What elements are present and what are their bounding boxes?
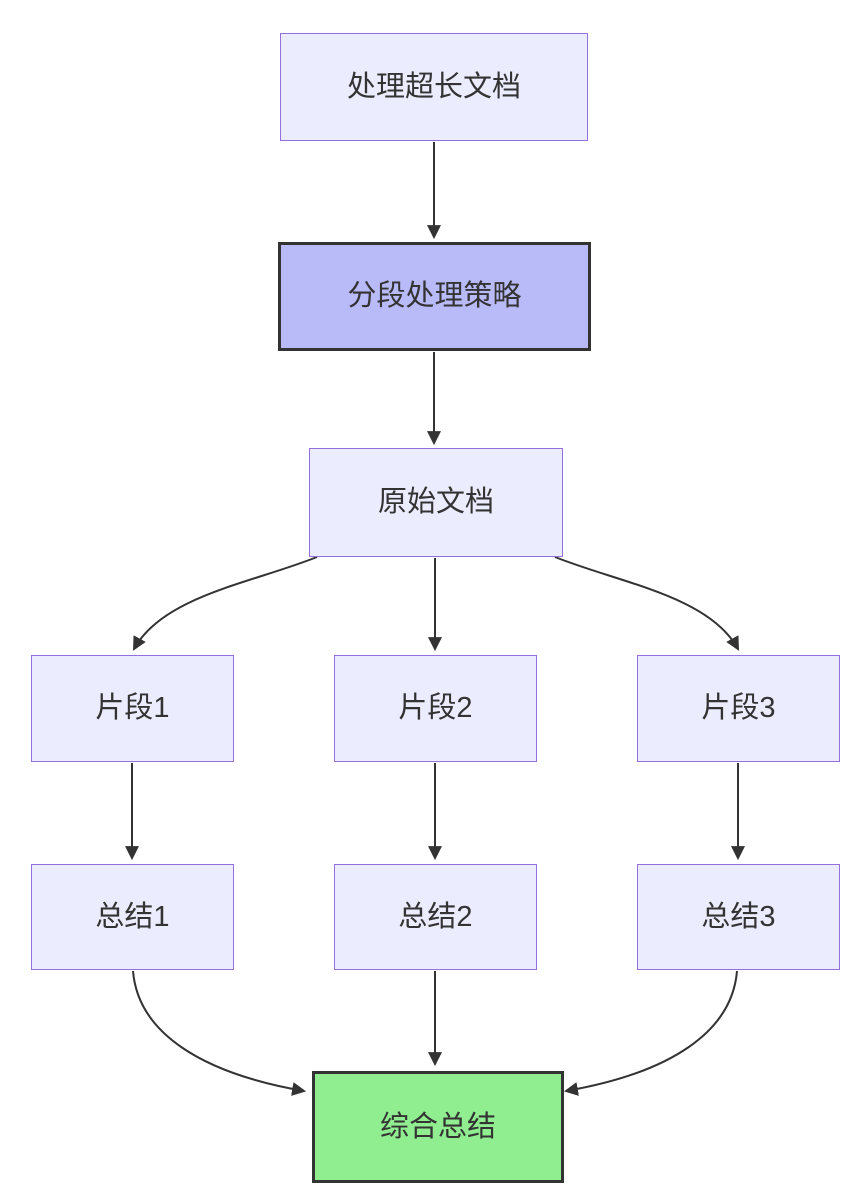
edge-E1-F [132, 970, 307, 1096]
node-label: 原始文档 [377, 486, 494, 519]
node-fragment-1: 片段1 [31, 655, 234, 762]
node-label: 总结3 [701, 900, 776, 933]
node-label: 总结1 [95, 900, 170, 933]
node-process-long-doc: 处理超长文档 [280, 33, 588, 141]
node-label: 总结2 [398, 900, 473, 933]
node-fragment-2: 片段2 [334, 655, 537, 762]
edge-E3-F [563, 970, 738, 1096]
node-label: 片段1 [95, 692, 170, 725]
edge-C-D3 [554, 556, 740, 651]
edge-C-D1 [132, 556, 318, 651]
node-summary-1: 总结1 [31, 864, 234, 970]
node-summary-3: 总结3 [637, 864, 840, 970]
node-original-doc: 原始文档 [309, 448, 563, 557]
node-fragment-3: 片段3 [637, 655, 840, 762]
node-segment-strategy: 分段处理策略 [278, 242, 591, 351]
node-label: 片段2 [398, 692, 473, 725]
node-label: 分段处理策略 [347, 280, 522, 313]
node-summary-2: 总结2 [334, 864, 537, 970]
node-label: 片段3 [701, 692, 776, 725]
node-label: 综合总结 [379, 1110, 496, 1143]
node-label: 处理超长文档 [346, 70, 521, 103]
node-combined-summary: 综合总结 [312, 1071, 564, 1183]
